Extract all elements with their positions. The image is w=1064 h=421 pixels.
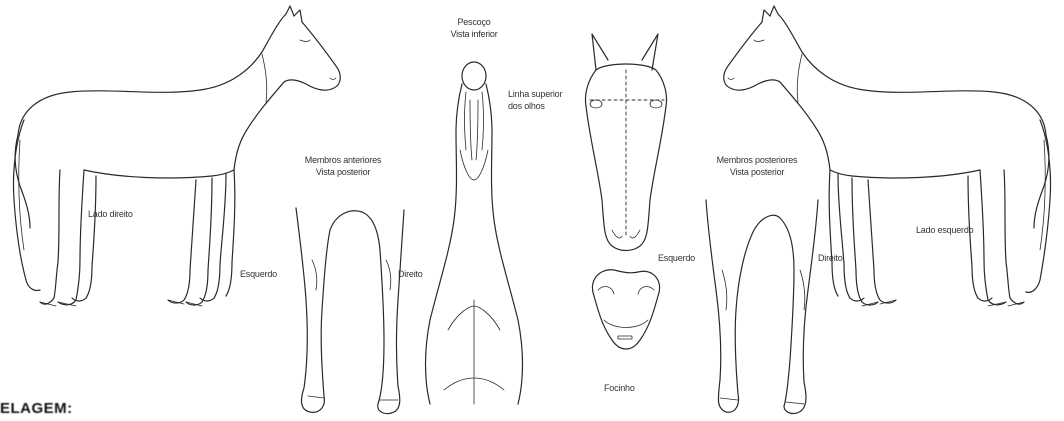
neck-inferior-view-drawing [426, 62, 523, 404]
forelimbs-rear-view-drawing [296, 208, 404, 414]
neck-view-label: Pescoço Vista inferior [446, 16, 502, 40]
forelimbs-view-label-line1: Membros anteriores [288, 154, 398, 166]
forelimb-left-label: Esquerdo [240, 268, 277, 280]
right-side-label: Lado direito [88, 208, 133, 220]
muzzle-drawing [592, 270, 659, 349]
hindlimbs-rear-view-drawing [706, 200, 818, 413]
hindlimbs-view-label: Membros posteriores Vista posterior [700, 154, 814, 178]
muzzle-label: Focinho [604, 382, 635, 394]
hindlimb-left-label: Esquerdo [658, 252, 695, 264]
eye-line-label-line1: Linha superior [508, 88, 562, 100]
eye-line-label-line2: dos olhos [508, 100, 562, 112]
neck-view-label-line1: Pescoço [446, 16, 502, 28]
section-heading: ELAGEM: [0, 400, 73, 417]
hindlimbs-view-label-line1: Membros posteriores [700, 154, 814, 166]
head-front-view-drawing [585, 34, 666, 251]
forelimbs-view-label: Membros anteriores Vista posterior [288, 154, 398, 178]
eye-line-label: Linha superior dos olhos [508, 88, 562, 112]
neck-view-label-line2: Vista inferior [446, 28, 502, 40]
hindlimb-right-label: Direito [818, 252, 843, 264]
left-side-label: Lado esquerdo [916, 224, 973, 236]
forelimbs-view-label-line2: Vista posterior [288, 166, 398, 178]
forelimb-right-label: Direito [398, 268, 423, 280]
hindlimbs-view-label-line2: Vista posterior [700, 166, 814, 178]
